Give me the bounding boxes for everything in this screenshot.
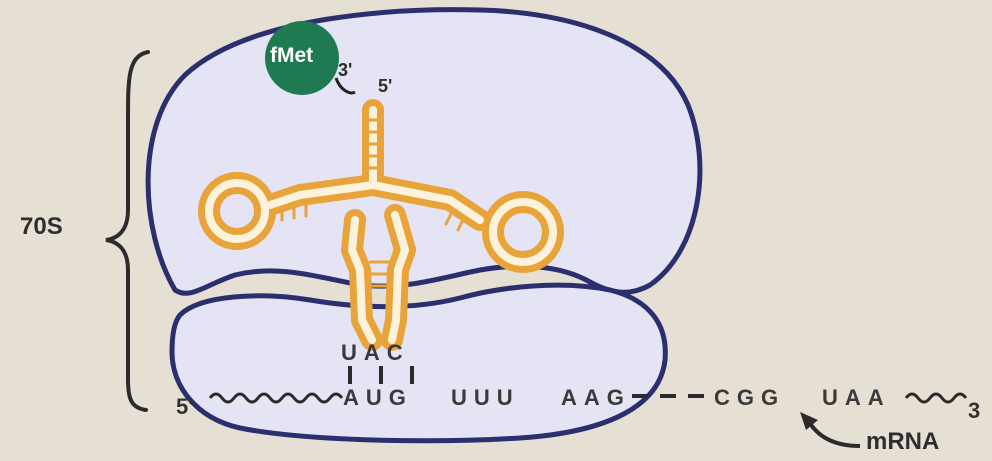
codon-aag: AAG xyxy=(561,385,631,411)
trna-3prime-label: 3' xyxy=(338,60,352,81)
trna-5prime-label: 5' xyxy=(378,76,392,97)
anticodon-label: UAC xyxy=(341,340,410,366)
large-ribosomal-subunit xyxy=(148,10,700,294)
mrna-5prime-label: 5' xyxy=(176,394,193,420)
mrna-pointer-arrow xyxy=(808,420,860,446)
ribosome-label: 70S xyxy=(20,213,63,241)
codon-uaa: UAA xyxy=(822,385,891,411)
codon-aug: AUG xyxy=(343,385,413,411)
ribosome-brace xyxy=(106,52,148,410)
codon-uuu: UUU xyxy=(451,385,520,411)
small-ribosomal-subunit xyxy=(172,285,665,441)
codon-cgg: CGG xyxy=(714,385,785,411)
fmet-label: fMet xyxy=(270,44,313,68)
mrna-3prime-label: 3 xyxy=(968,398,980,424)
mrna-label: mRNA xyxy=(866,428,939,456)
mrna-wavy-3prime xyxy=(906,394,966,402)
